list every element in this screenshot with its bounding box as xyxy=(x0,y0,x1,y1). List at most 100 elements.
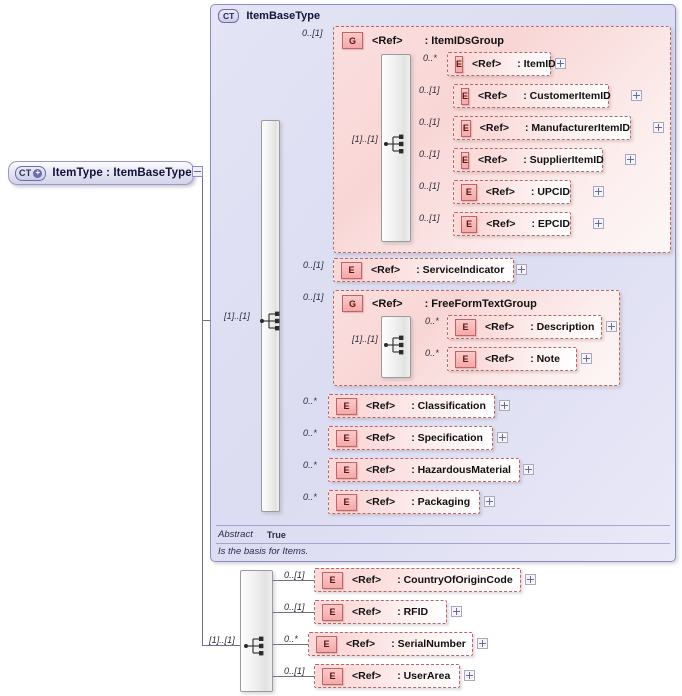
element-box-itemid[interactable]: E <Ref> : ItemID xyxy=(447,52,556,76)
element-expander[interactable] xyxy=(593,186,604,197)
element-cardinality: 0..[1] xyxy=(419,85,440,95)
element-icon: E xyxy=(461,215,478,233)
element-ref-label: <Ref> xyxy=(485,186,515,198)
element-box-hazardousmaterial[interactable]: E <Ref> : HazardousMaterial xyxy=(328,458,520,482)
element-expander[interactable] xyxy=(497,432,508,443)
element-ref-label: <Ref> xyxy=(366,432,396,444)
element-name-label: : Specification xyxy=(411,432,483,444)
element-expander[interactable] xyxy=(477,638,488,649)
element-box-packaging[interactable]: E <Ref> : Packaging xyxy=(328,490,480,514)
element-expander[interactable] xyxy=(631,90,642,101)
element-box-description[interactable]: E <Ref> : Description xyxy=(447,315,602,339)
group-ref-label: <Ref> xyxy=(372,297,403,310)
element-expander[interactable] xyxy=(606,321,617,332)
element-box-supplieritemid[interactable]: E <Ref> : SupplierItemID xyxy=(453,148,604,172)
element-expander[interactable] xyxy=(555,58,566,69)
element-ref-label: <Ref> xyxy=(478,154,508,166)
element-expander[interactable] xyxy=(516,264,527,275)
element-expander[interactable] xyxy=(525,574,536,585)
element-icon: E xyxy=(336,461,357,479)
element-ref-label: <Ref> xyxy=(485,321,515,333)
element-cardinality: 0..[1] xyxy=(284,570,305,580)
element-ref-label: <Ref> xyxy=(371,264,401,276)
element-ref-label: <Ref> xyxy=(352,606,382,618)
group-itemidsgroup-cardinality: 0..[1] xyxy=(302,28,323,38)
element-name-label: : CustomerItemID xyxy=(523,90,611,102)
complextype-abstract-row: Abstract True xyxy=(218,529,286,540)
element-name-label: : HazardousMaterial xyxy=(411,464,511,476)
sequence-icon xyxy=(260,311,280,331)
group-icon: G xyxy=(342,32,363,49)
element-cardinality: 0..* xyxy=(284,634,298,644)
sequence-icon xyxy=(384,335,404,355)
element-name-label: : Description xyxy=(530,321,595,333)
element-icon: E xyxy=(461,119,471,137)
element-ref-label: <Ref> xyxy=(485,353,515,365)
group-name-label: : FreeFormTextGroup xyxy=(424,297,537,310)
element-icon: E xyxy=(455,350,476,368)
bottom-sequence-bar[interactable] xyxy=(240,570,273,692)
root-collapse-expander[interactable] xyxy=(192,166,203,177)
element-box-specification[interactable]: E <Ref> : Specification xyxy=(328,426,493,450)
element-cardinality: 0..* xyxy=(425,348,439,358)
root-node-label: ItemType : ItemBaseType xyxy=(52,167,192,179)
element-ref-label: <Ref> xyxy=(366,400,396,412)
group-itemidsgroup-title[interactable]: G <Ref> : ItemIDsGroup xyxy=(342,32,504,49)
itemidsgroup-sequence-cardinality: [1]..[1] xyxy=(352,134,378,144)
element-name-label: : UPCID xyxy=(530,186,570,198)
element-name-label: : SerialNumber xyxy=(391,638,466,650)
element-icon: E xyxy=(341,261,362,279)
element-box-rfid[interactable]: E <Ref> : RFID xyxy=(314,600,447,624)
complextype-panel-title: CT ItemBaseType xyxy=(218,9,320,23)
abstract-key-label: Abstract xyxy=(218,529,253,540)
element-cardinality: 0..[1] xyxy=(419,181,440,191)
element-box-serialnumber[interactable]: E <Ref> : SerialNumber xyxy=(308,632,473,656)
element-ref-label: <Ref> xyxy=(352,670,382,682)
element-icon: E xyxy=(336,429,357,447)
element-name-label: : SupplierItemID xyxy=(523,154,604,166)
itemidsgroup-sequence-bar[interactable] xyxy=(381,54,411,242)
element-expander[interactable] xyxy=(484,496,495,507)
complextype-icon: CT xyxy=(218,9,240,23)
element-icon: E xyxy=(461,87,470,105)
element-cardinality: 0..* xyxy=(303,492,317,502)
element-cardinality: 0..* xyxy=(425,316,439,326)
element-expander[interactable] xyxy=(451,606,462,617)
element-box-upcid[interactable]: E <Ref> : UPCID xyxy=(453,180,571,204)
element-ref-label: <Ref> xyxy=(486,218,516,230)
element-icon: E xyxy=(316,635,337,653)
element-ref-label: <Ref> xyxy=(366,496,396,508)
element-name-label: : CountryOfOriginCode xyxy=(397,574,513,586)
main-sequence-bar[interactable] xyxy=(261,120,280,512)
complextype-footer-divider-bottom xyxy=(216,543,670,544)
element-ref-label: <Ref> xyxy=(346,638,376,650)
element-expander[interactable] xyxy=(653,122,664,133)
element-box-customeritemid[interactable]: E <Ref> : CustomerItemID xyxy=(453,84,611,108)
element-name-label: : UserArea xyxy=(397,670,451,682)
element-icon: E xyxy=(322,571,343,589)
element-box-note[interactable]: E <Ref> : Note xyxy=(447,347,577,371)
element-box-classification[interactable]: E <Ref> : Classification xyxy=(328,394,495,418)
element-expander[interactable] xyxy=(581,353,592,364)
root-node-itemtype[interactable]: CT+ ItemType : ItemBaseType xyxy=(8,161,194,185)
element-box-serviceindicator[interactable]: E <Ref> : ServiceIndicator xyxy=(333,258,514,282)
element-box-epcid[interactable]: E <Ref> : EPCID xyxy=(453,212,571,236)
complextype-title-label: ItemBaseType xyxy=(246,10,321,22)
element-ref-label: <Ref> xyxy=(479,122,509,134)
element-cardinality: 0..[1] xyxy=(284,666,305,676)
element-cardinality: 0..* xyxy=(303,396,317,406)
element-box-userarea[interactable]: E <Ref> : UserArea xyxy=(314,664,460,688)
element-expander[interactable] xyxy=(464,670,475,681)
group-freeformtextgroup-title[interactable]: G <Ref> : FreeFormTextGroup xyxy=(342,295,537,312)
element-box-countryoforigincode[interactable]: E <Ref> : CountryOfOriginCode xyxy=(314,568,521,592)
element-expander[interactable] xyxy=(593,218,604,229)
element-ref-label: <Ref> xyxy=(366,464,396,476)
element-cardinality: 0..[1] xyxy=(419,117,440,127)
element-icon: E xyxy=(336,397,357,415)
element-expander[interactable] xyxy=(499,400,510,411)
element-box-manufactureritemid[interactable]: E <Ref> : ManufacturerItemID xyxy=(453,116,631,140)
element-expander[interactable] xyxy=(523,464,534,475)
element-icon: E xyxy=(455,55,464,73)
element-expander[interactable] xyxy=(625,154,636,165)
